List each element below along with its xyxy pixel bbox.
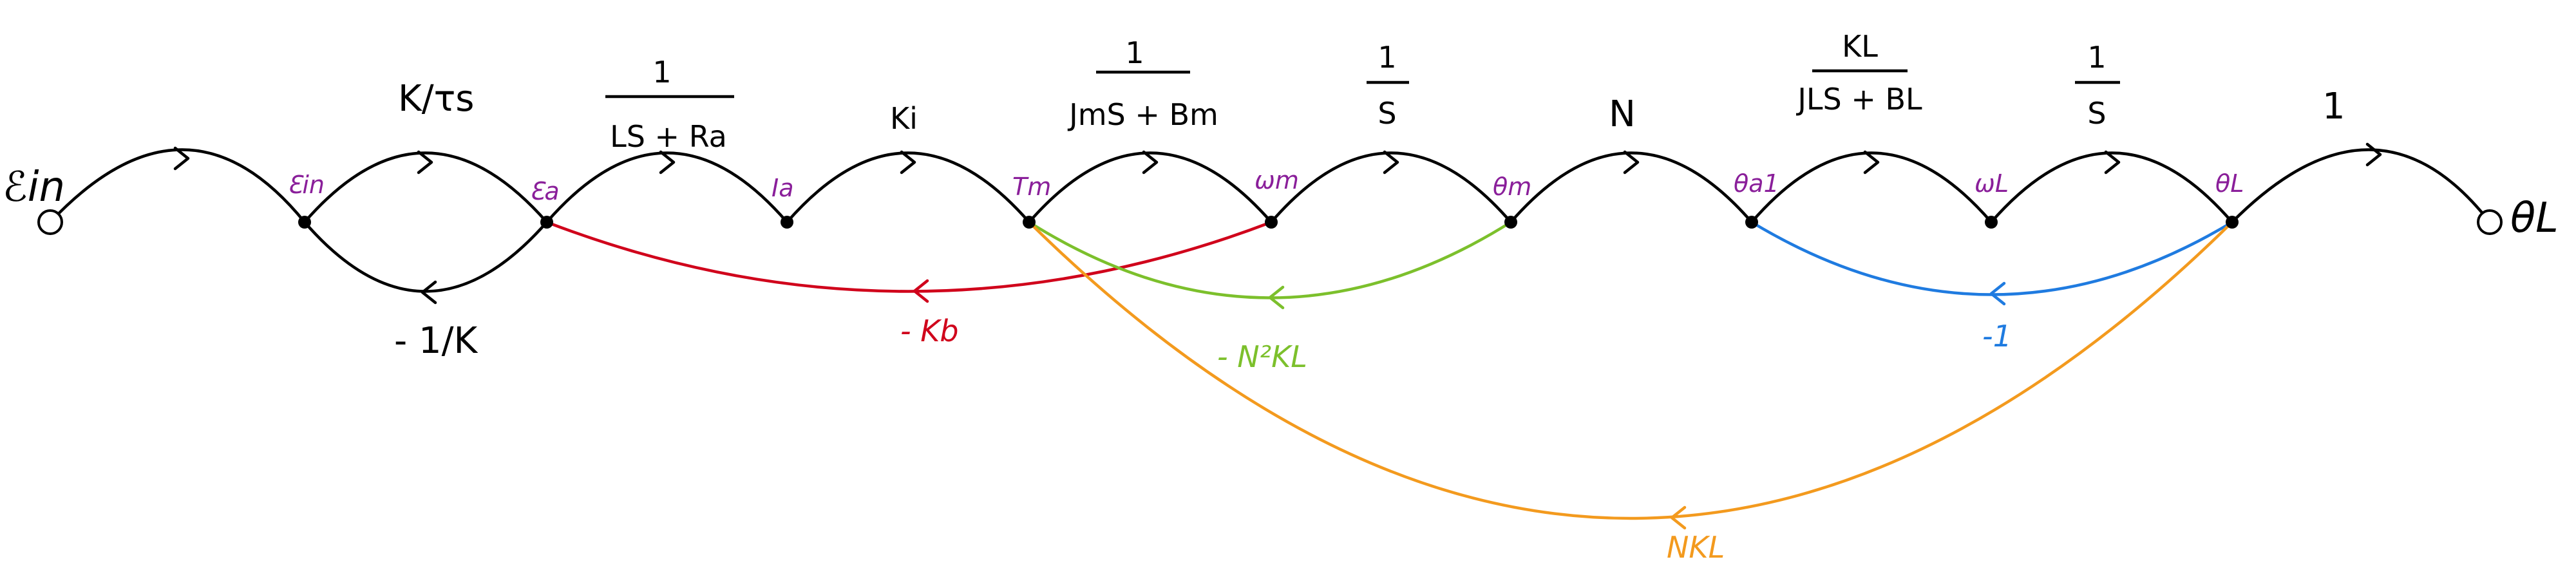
node-label-tm: Tm bbox=[1012, 173, 1051, 201]
forward-gains: K/τs 1 LS + Ra Ki 1 JmS + Bm 1 S N KL JL… bbox=[398, 29, 2345, 154]
branch-thl-to-output bbox=[2231, 148, 2491, 223]
forward-branches bbox=[49, 148, 2491, 293]
node-label-wm: ωm bbox=[1255, 166, 1299, 194]
arrowhead bbox=[421, 280, 437, 305]
back-emf-label: - Kb bbox=[900, 314, 959, 348]
shaft-speed-arrowhead bbox=[1989, 281, 2006, 306]
node-label-wl: ωL bbox=[1975, 169, 2009, 198]
gain-7-numerator: KL bbox=[1842, 29, 1878, 64]
gain-5-numerator: 1 bbox=[1378, 40, 1396, 75]
node-wl bbox=[1985, 216, 1998, 229]
load-angle-arrowhead bbox=[1670, 505, 1687, 530]
branch-ea-to-ia bbox=[545, 151, 788, 223]
node-tm bbox=[1023, 216, 1036, 229]
node-thm bbox=[1504, 216, 1517, 229]
node-label-tha1: θa1 bbox=[1734, 169, 1779, 198]
load-angle-branch bbox=[1027, 220, 2234, 520]
arrowhead bbox=[2365, 142, 2382, 167]
output-label: θL bbox=[2510, 194, 2559, 242]
branch-wl-to-thl bbox=[1990, 151, 2233, 223]
node-label-ea: Ɛa bbox=[529, 177, 560, 205]
node-thl bbox=[2226, 216, 2239, 229]
forward-arrowheads bbox=[173, 142, 2382, 305]
branch-input-to-ein bbox=[49, 148, 306, 223]
branch-ia-to-tm bbox=[786, 151, 1030, 223]
node-label-thm: θm bbox=[1493, 173, 1531, 201]
back-emf-arrowhead bbox=[913, 279, 929, 303]
load-torque-label: - N²KL bbox=[1217, 339, 1307, 374]
arrowhead bbox=[417, 150, 433, 175]
load-torque-branch bbox=[1027, 220, 1513, 299]
branch-tm-to-wm bbox=[1028, 151, 1273, 223]
node-wm bbox=[1265, 216, 1278, 229]
gain-2-denominator: LS + Ra bbox=[610, 119, 727, 154]
gain-8-denominator: S bbox=[2087, 96, 2106, 131]
node-ein bbox=[298, 216, 311, 229]
node-labels: Ɛin Ɛa Ia Tm ωm θm θa1 ωL θL bbox=[287, 166, 2244, 205]
loop-gain-label: - 1/K bbox=[394, 320, 478, 362]
gain-1: K/τs bbox=[398, 78, 474, 120]
load-angle-label: NKL bbox=[1667, 530, 1725, 565]
back-emf-branch bbox=[545, 220, 1273, 293]
gain-5-denominator: S bbox=[1378, 96, 1396, 131]
gain-4-denominator: JmS + Bm bbox=[1067, 97, 1218, 132]
arrowhead bbox=[173, 146, 190, 171]
gain-7-denominator: JLS + BL bbox=[1795, 82, 1922, 117]
shaft-speed-branch bbox=[1750, 220, 2234, 296]
nodes bbox=[37, 209, 2503, 235]
output-node bbox=[2477, 209, 2503, 235]
node-ea bbox=[540, 216, 553, 229]
arrowhead bbox=[1863, 150, 1880, 175]
gain-6: N bbox=[1609, 93, 1636, 135]
node-label-thl: θL bbox=[2215, 169, 2244, 198]
gain-4-numerator: 1 bbox=[1125, 35, 1144, 70]
node-label-ia: Ia bbox=[772, 174, 794, 202]
arrowhead bbox=[1383, 150, 1399, 175]
feedback-branches bbox=[545, 220, 2234, 530]
branch-ea-to-ein-loop bbox=[303, 221, 548, 293]
input-node bbox=[37, 209, 63, 235]
branch-wm-to-thm bbox=[1270, 151, 1512, 223]
branch-tha1-to-wl bbox=[1750, 151, 1993, 223]
arrowhead bbox=[1623, 150, 1640, 175]
arrowhead bbox=[659, 150, 676, 175]
node-label-ein: Ɛin bbox=[287, 171, 325, 199]
gain-2-numerator: 1 bbox=[652, 55, 671, 90]
arrowhead bbox=[900, 150, 916, 175]
gain-8-numerator: 1 bbox=[2087, 40, 2106, 75]
branch-ein-to-ea bbox=[303, 151, 548, 223]
arrowhead bbox=[2104, 150, 2121, 175]
node-ia bbox=[781, 216, 793, 229]
arrowhead bbox=[1142, 150, 1159, 175]
load-torque-arrowhead bbox=[1268, 285, 1285, 310]
input-label: ℰin bbox=[3, 164, 65, 211]
gain-3: Ki bbox=[890, 101, 918, 136]
branch-thm-to-tha1 bbox=[1510, 151, 1753, 223]
node-tha1 bbox=[1745, 216, 1758, 229]
gain-9: 1 bbox=[2322, 86, 2345, 127]
shaft-speed-label: -1 bbox=[1982, 319, 2012, 354]
